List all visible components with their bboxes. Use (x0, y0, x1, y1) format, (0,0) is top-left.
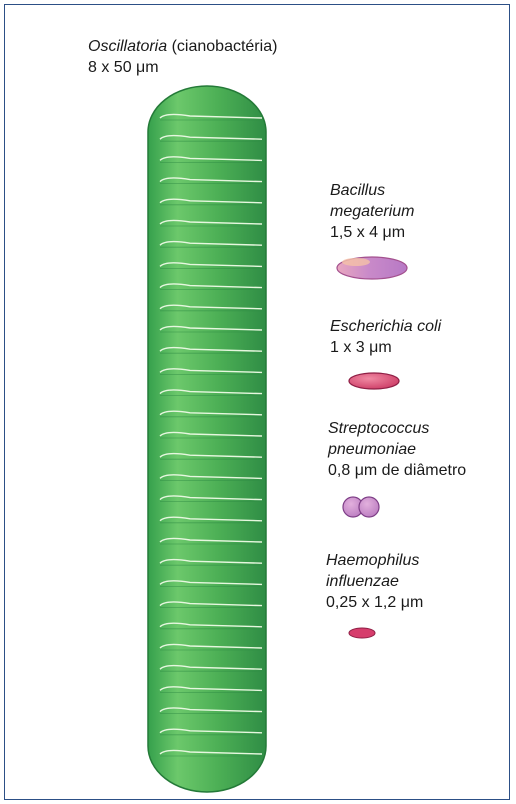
oscillatoria-filament (148, 86, 266, 792)
ecoli-cell (349, 373, 399, 389)
streptococcus-name-line1: Streptococcus (328, 420, 429, 437)
bacillus-label: Bacillus megaterium 1,5 x 4 μm (330, 180, 414, 243)
haemophilus-name-line2: influenzae (326, 573, 399, 590)
haemophilus-label: Haemophilus influenzae 0,25 x 1,2 μm (326, 550, 423, 613)
streptococcus-size: 0,8 μm de diâmetro (328, 462, 466, 479)
oscillatoria-size: 8 x 50 μm (88, 59, 159, 76)
oscillatoria-name: Oscillatoria (88, 38, 167, 55)
haemophilus-name-line1: Haemophilus (326, 552, 419, 569)
oscillatoria-label: Oscillatoria (cianobactéria) 8 x 50 μm (88, 36, 277, 78)
ecoli-name: Escherichia coli (330, 318, 441, 335)
ecoli-size: 1 x 3 μm (330, 339, 392, 356)
streptococcus-cell-right (359, 497, 379, 517)
haemophilus-cell (349, 628, 375, 638)
bacillus-highlight (342, 258, 370, 266)
bacillus-size: 1,5 x 4 μm (330, 224, 405, 241)
haemophilus-size: 0,25 x 1,2 μm (326, 594, 423, 611)
bacillus-name-line1: Bacillus (330, 182, 385, 199)
ecoli-label: Escherichia coli 1 x 3 μm (330, 316, 441, 358)
streptococcus-name-line2: pneumoniae (328, 441, 416, 458)
oscillatoria-note: (cianobactéria) (167, 38, 277, 55)
bacillus-name-line2: megaterium (330, 203, 414, 220)
streptococcus-label: Streptococcus pneumoniae 0,8 μm de diâme… (328, 418, 466, 481)
